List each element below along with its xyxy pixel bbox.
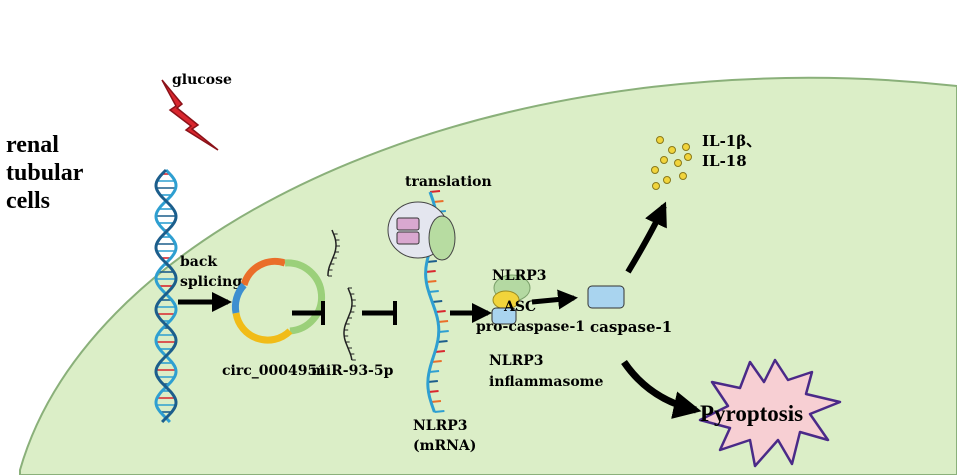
circrna-label: circ_0004951 bbox=[222, 363, 327, 379]
translation-label: translation bbox=[405, 174, 492, 190]
cell-label-line2: tubular bbox=[6, 160, 84, 186]
inflammasome-label-line1: NLRP3 bbox=[489, 353, 544, 369]
lightning-icon bbox=[161, 79, 219, 151]
asc-label: ASC bbox=[503, 299, 536, 315]
cell-label-line1: renal bbox=[6, 132, 59, 158]
ribosome-icon bbox=[387, 201, 456, 261]
pro-caspase-label: pro-caspase-1 bbox=[476, 319, 585, 335]
pyroptosis-arrow bbox=[621, 359, 702, 419]
inflammasome-label-line2: inflammasome bbox=[489, 374, 603, 390]
mrna-label-line2: (mRNA) bbox=[413, 438, 476, 454]
circrna-ring-icon bbox=[231, 257, 326, 344]
back-splicing-label-line1: back bbox=[180, 254, 217, 270]
caspase-box-icon bbox=[587, 285, 625, 309]
cytokine-label-line2: IL-18 bbox=[702, 152, 747, 170]
cytokine-release-arrow bbox=[625, 201, 667, 274]
pyroptosis-burst-icon bbox=[698, 358, 842, 468]
glucose-label: glucose bbox=[172, 72, 232, 88]
cell-body bbox=[19, 76, 957, 475]
mirna-label: miR-93-5p bbox=[311, 363, 394, 379]
caspase-label: caspase-1 bbox=[590, 318, 672, 336]
cytokine-particles-icon bbox=[651, 136, 692, 190]
inhibition-mirna-mrna bbox=[362, 301, 397, 325]
pyroptosis-label: Pyroptosis bbox=[700, 401, 803, 426]
nlrp3-protein-label: NLRP3 bbox=[492, 268, 547, 284]
inflammasome-complex-icon bbox=[491, 274, 531, 325]
dna-helix-icon bbox=[154, 168, 178, 424]
activation-arrow bbox=[531, 289, 578, 310]
cytokine-label-line1: IL-1β、 bbox=[702, 132, 761, 150]
cell-label-line3: cells bbox=[6, 188, 50, 214]
inhibition-circ-mirna bbox=[292, 301, 325, 325]
mirna-strand-icon bbox=[327, 229, 356, 361]
mrna-label-line1: NLRP3 bbox=[413, 418, 468, 434]
back-splicing-label-line2: splicing bbox=[180, 274, 242, 290]
